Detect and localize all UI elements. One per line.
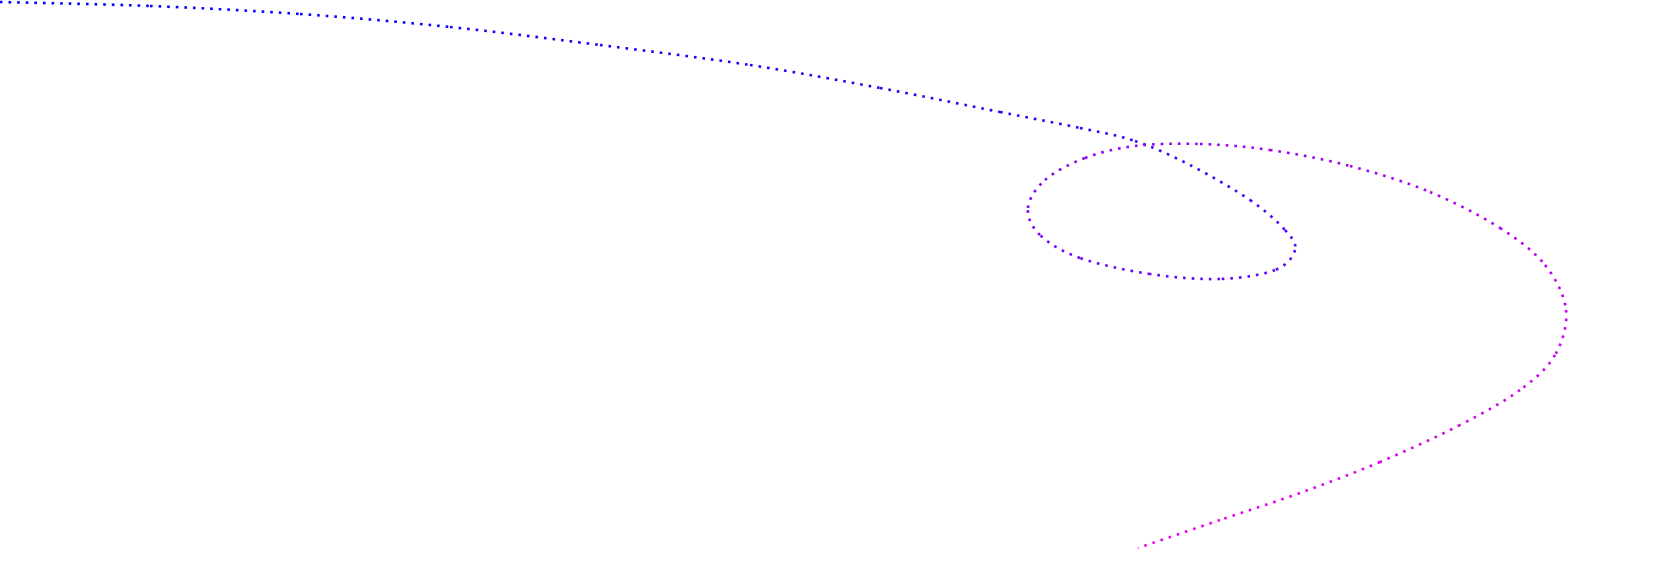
curve-segment bbox=[1079, 256, 1151, 276]
curve-segment bbox=[1219, 491, 1301, 522]
curve-segment bbox=[1026, 207, 1041, 236]
curve-segment bbox=[1284, 229, 1297, 251]
curve-segment bbox=[149, 4, 301, 16]
curve-segment bbox=[599, 43, 751, 67]
curve-segment bbox=[1039, 234, 1081, 260]
curve-segment bbox=[1553, 309, 1568, 356]
curve-segment bbox=[1543, 264, 1568, 311]
curve-segment bbox=[1189, 163, 1251, 202]
curve-segment bbox=[449, 25, 601, 47]
curve-segment bbox=[1499, 226, 1547, 266]
curve-segment bbox=[1044, 156, 1086, 181]
curve-segment bbox=[1269, 148, 1351, 168]
curve-segment bbox=[1219, 268, 1276, 281]
curve-segment bbox=[0, 0, 151, 8]
curve-segment bbox=[299, 12, 451, 29]
curve-segment bbox=[1079, 126, 1136, 143]
curve-segment bbox=[1299, 460, 1381, 495]
curve-segment bbox=[1026, 179, 1046, 209]
curve-segment bbox=[1459, 388, 1521, 427]
curve-segment bbox=[1084, 144, 1136, 160]
curve-segment bbox=[1349, 164, 1431, 194]
curve-segment bbox=[1249, 198, 1286, 231]
curve-segment bbox=[1274, 249, 1297, 272]
curve-segment bbox=[879, 86, 1001, 114]
curve-segment bbox=[1137, 518, 1221, 550]
curve-segment bbox=[1429, 190, 1501, 230]
curve-segment bbox=[1519, 354, 1557, 392]
curve-segment bbox=[749, 63, 881, 90]
curve-segment bbox=[1379, 423, 1461, 464]
curve-segment bbox=[1199, 142, 1271, 152]
curve-segment bbox=[999, 110, 1081, 130]
curve-segment bbox=[1134, 142, 1201, 148]
curve-segment bbox=[1149, 272, 1221, 281]
